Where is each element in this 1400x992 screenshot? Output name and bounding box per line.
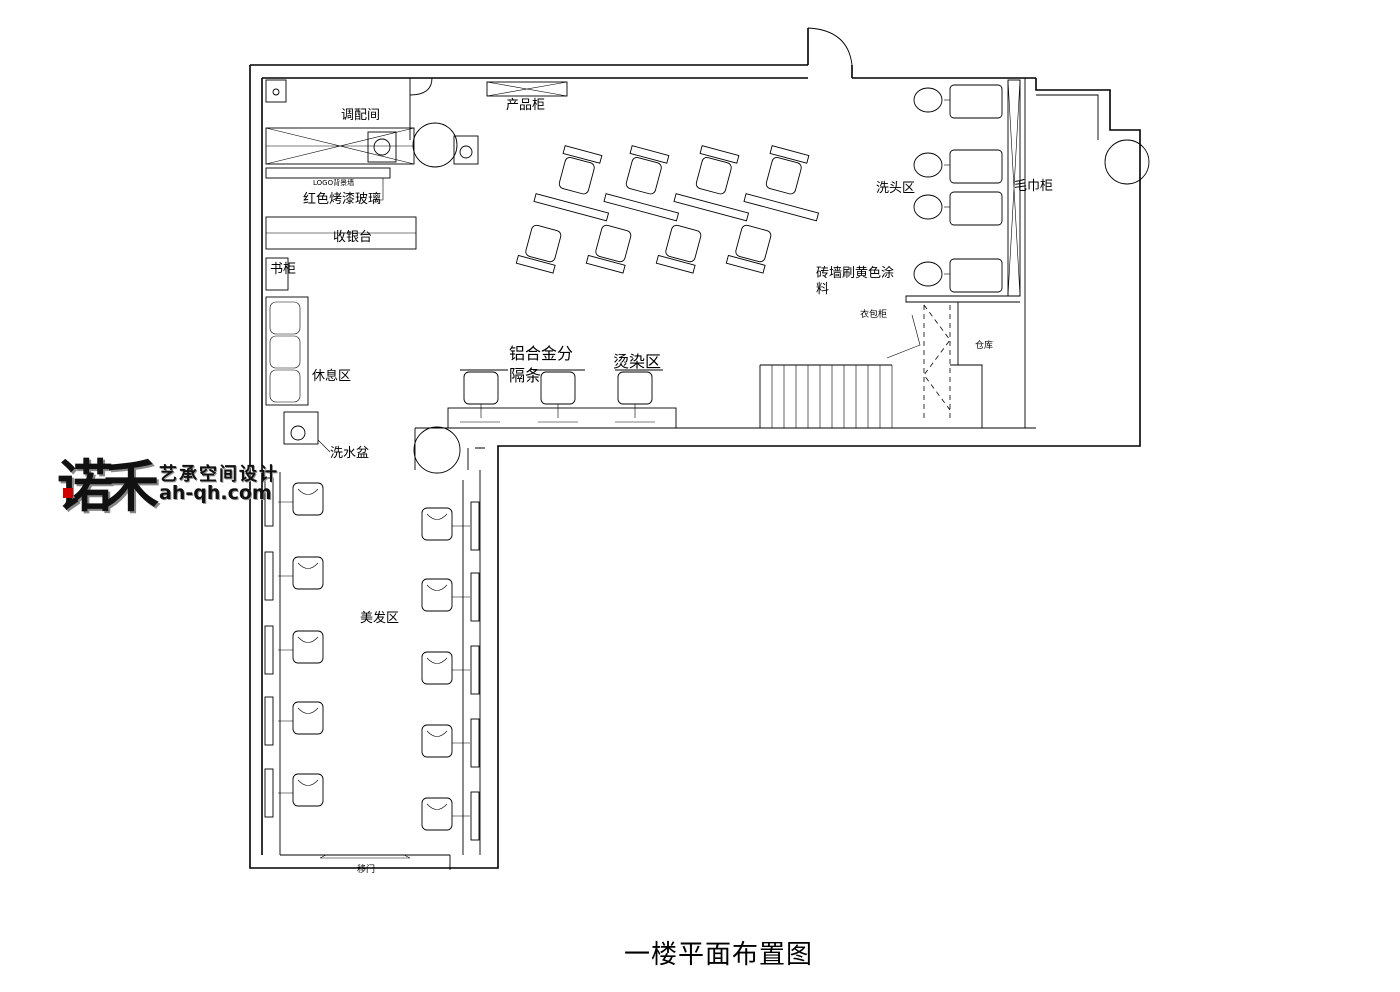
column-icon (1104, 139, 1150, 185)
brand-logo: 诺禾 艺承空间设计 ah-qh.com (55, 438, 295, 520)
towel-cabinet (905, 78, 1026, 428)
product-cabinet (486, 81, 568, 97)
wash-basin (283, 411, 331, 453)
perm-counter (447, 369, 677, 429)
staircase (759, 364, 893, 428)
bookcase (265, 257, 289, 291)
mixing-room (265, 77, 479, 201)
perm-dye-chairs (515, 145, 820, 274)
outer-walls (249, 27, 1150, 870)
sliding-door-marker (319, 854, 411, 859)
right-styling-stations (421, 501, 480, 841)
shampoo-beds (913, 84, 1003, 293)
label-coat-cabinet: 衣包柜 (860, 310, 888, 320)
label-brick-wall-cont: 料 (816, 282, 830, 297)
label-lounge: 休息区 (312, 369, 352, 384)
label-bookcase: 书柜 (270, 262, 297, 277)
label-storage: 仓库 (975, 341, 994, 351)
label-shampoo-zone: 洗头区 (876, 181, 916, 196)
label-cashier: 收银台 (333, 230, 373, 245)
label-towel-cabinet: 毛巾柜 (1014, 179, 1054, 194)
label-red-glass: 红色烤漆玻璃 (303, 192, 382, 207)
label-brick-wall: 砖墙刷黄色涂 (816, 266, 895, 281)
logo-url: ah-qh.com (159, 482, 272, 504)
label-aluminum-divider: 铝合金分 (509, 344, 574, 363)
logo-mark: 诺禾 (57, 454, 159, 520)
label-styling-zone: 美发区 (360, 611, 400, 626)
cashier-counter (265, 216, 417, 250)
label-sliding-door: 移门 (357, 865, 376, 875)
label-aluminum-divider-cont: 隔条 (509, 366, 542, 385)
sofa (265, 296, 309, 406)
label-wash-basin: 洗水盆 (330, 446, 370, 461)
label-mixing-room: 调配间 (341, 108, 381, 123)
label-logo-wall: LOGO背景墙 (313, 179, 355, 187)
logo-red-square (63, 488, 73, 498)
logo-brand-name: 艺承空间设计 (159, 464, 279, 485)
label-perm-zone: 烫染区 (613, 352, 662, 371)
left-styling-stations (264, 477, 324, 818)
column-icon (413, 426, 461, 474)
label-product-cabinet: 产品柜 (506, 98, 546, 113)
drawing-title: 一楼平面布置图 (624, 940, 814, 970)
storage-area (886, 302, 983, 428)
